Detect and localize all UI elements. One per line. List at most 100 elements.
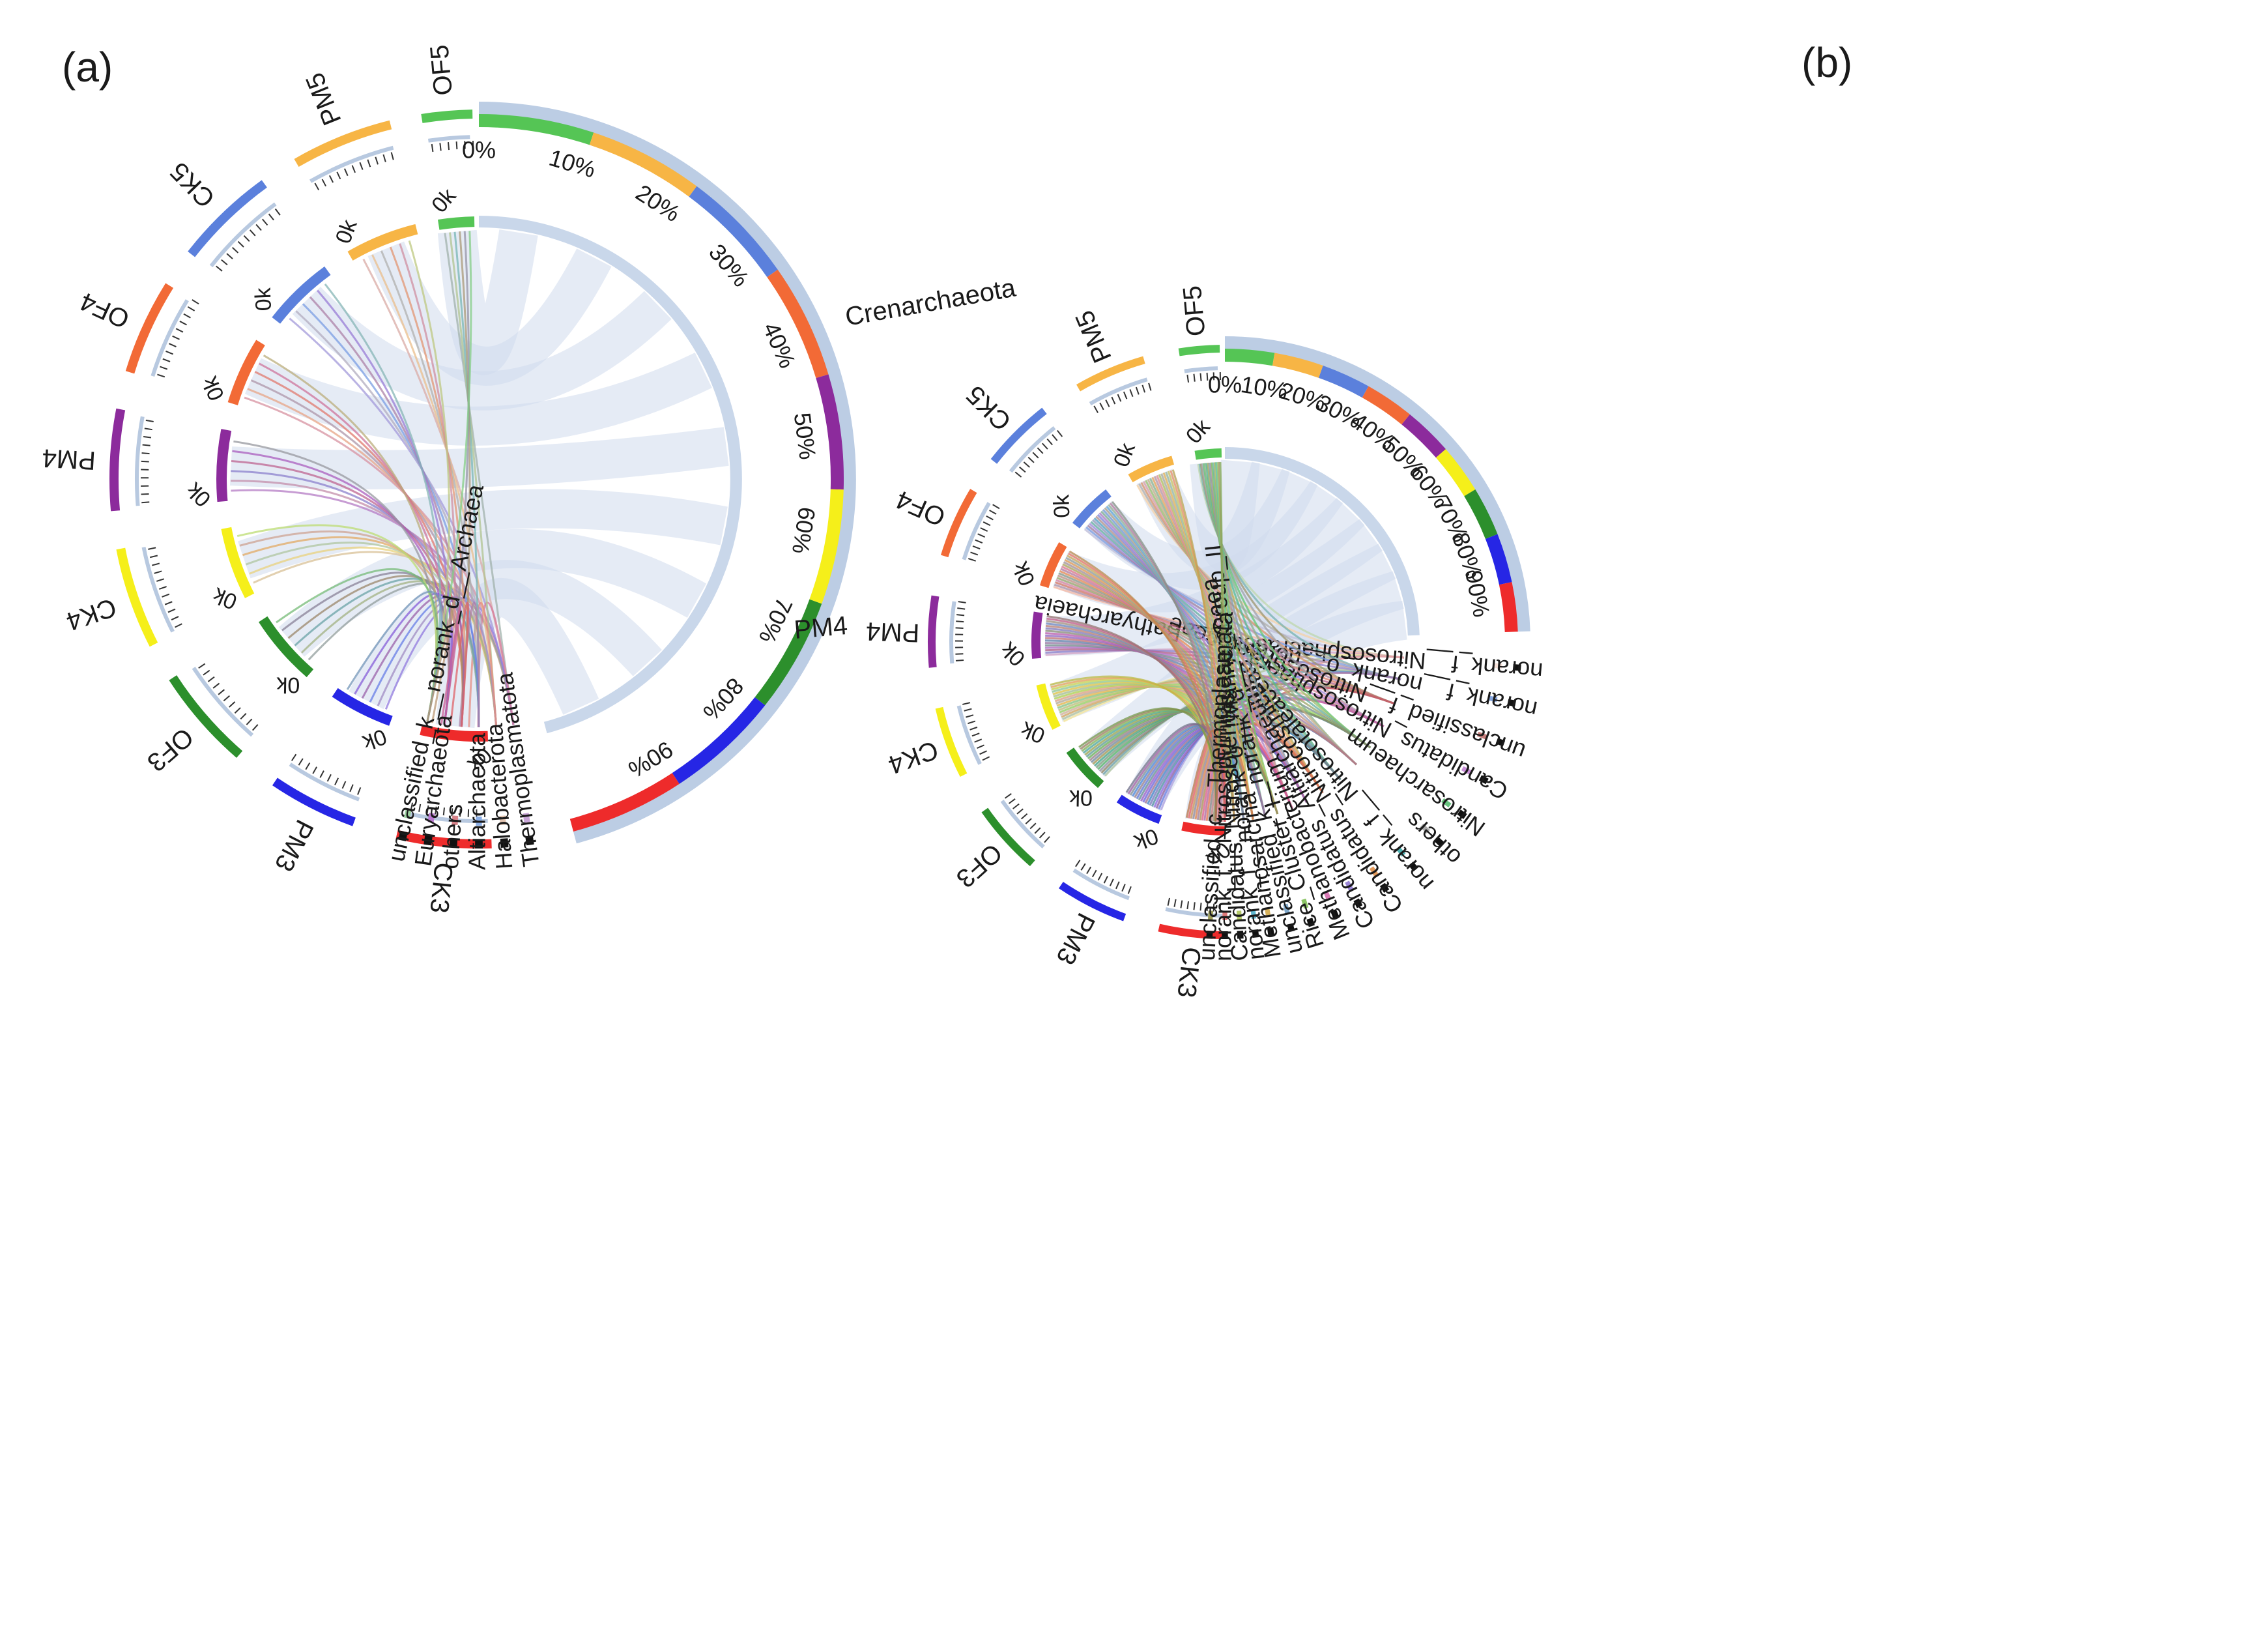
scale-tick bbox=[169, 343, 177, 347]
sample-label-pm3: PM3 bbox=[269, 815, 319, 876]
percent-stack-segment bbox=[478, 114, 594, 145]
sample-outer-arc bbox=[1178, 345, 1220, 356]
scale-tick bbox=[154, 570, 162, 574]
taxon-marker bbox=[1345, 880, 1354, 892]
phylum-label: Crenarchaeota bbox=[843, 273, 1018, 331]
scale-tick bbox=[203, 669, 210, 676]
scale-tick bbox=[1042, 442, 1048, 450]
taxon-marker bbox=[1283, 903, 1290, 914]
percent-stack-segment bbox=[1435, 449, 1476, 497]
taxon-outer-marker bbox=[1306, 918, 1315, 927]
sample-inner-arc bbox=[1066, 747, 1104, 789]
taxon-outer-marker bbox=[1478, 775, 1489, 785]
scale-tick bbox=[359, 162, 364, 170]
scale-tick bbox=[1173, 899, 1177, 907]
zero-tick-label: 0k bbox=[1181, 414, 1216, 448]
scale-tick bbox=[989, 510, 997, 515]
scale-tick bbox=[1023, 461, 1030, 468]
scale-tick bbox=[221, 259, 228, 266]
scale-tick bbox=[447, 142, 450, 151]
sample-inner-arc bbox=[272, 266, 331, 324]
taxon-ribbon bbox=[346, 590, 443, 723]
scale-tick bbox=[207, 676, 215, 682]
scale-tick bbox=[992, 504, 1000, 510]
scale-tick bbox=[164, 601, 173, 605]
sample-scale-arc bbox=[209, 202, 277, 268]
sample-inner-arc bbox=[258, 616, 314, 678]
taxon-ribbon bbox=[1138, 483, 1401, 680]
scale-tick bbox=[970, 551, 979, 556]
percent-stack-segment bbox=[569, 773, 680, 832]
scale-tick bbox=[157, 373, 165, 378]
taxon-ribbon bbox=[440, 601, 462, 725]
sample-inner-arc bbox=[420, 725, 489, 742]
taxon-marker bbox=[1420, 823, 1430, 834]
scale-tick bbox=[1123, 391, 1128, 399]
percent-stack-segment bbox=[1362, 386, 1410, 425]
sample-outer-arc bbox=[109, 408, 126, 512]
sample-scale-arc bbox=[1184, 366, 1218, 373]
scale-tick bbox=[314, 182, 320, 191]
scale-tick bbox=[390, 152, 394, 160]
scale-tick bbox=[291, 753, 297, 761]
scale-tick bbox=[312, 766, 317, 774]
zero-tick-label: 0k bbox=[1109, 439, 1140, 471]
scale-tick bbox=[268, 213, 274, 221]
sample-scale-arc bbox=[427, 135, 470, 143]
scale-tick bbox=[262, 218, 268, 226]
sample-label-ck3: CK3 bbox=[424, 861, 457, 914]
scale-tick bbox=[141, 452, 150, 455]
sample-label-of3: OF3 bbox=[951, 838, 1007, 893]
taxon-outer-marker bbox=[1252, 929, 1259, 938]
scale-tick bbox=[382, 154, 386, 162]
taxon-marker bbox=[403, 808, 412, 819]
sample-label-pm5: PM5 bbox=[1070, 306, 1117, 367]
taxon-marker bbox=[1493, 663, 1502, 669]
taxon-ribbon bbox=[1145, 480, 1371, 749]
scale-tick bbox=[1037, 447, 1044, 454]
percent-stack-segment bbox=[1485, 534, 1512, 585]
scale-tick bbox=[162, 593, 170, 598]
scale-tick bbox=[1075, 860, 1081, 867]
scale-tick bbox=[162, 358, 171, 362]
sample-outer-arc bbox=[169, 675, 243, 758]
scale-tick bbox=[249, 229, 256, 237]
scale-tick bbox=[165, 350, 173, 355]
scale-tick bbox=[1148, 383, 1152, 391]
taxon-outer-marker bbox=[1287, 923, 1295, 933]
zero-tick-label: 0k bbox=[197, 372, 229, 404]
percent-stack-segment bbox=[1318, 365, 1369, 398]
taxon-label: others bbox=[437, 803, 468, 870]
scale-tick bbox=[1027, 456, 1035, 463]
scale-tick bbox=[1103, 876, 1108, 884]
scale-tick bbox=[974, 738, 983, 743]
sample-label-pm3: PM3 bbox=[1050, 908, 1100, 969]
scale-tick bbox=[305, 762, 311, 770]
scale-tick bbox=[426, 805, 429, 814]
zero-tick-label: 0k bbox=[1069, 785, 1093, 811]
target-inner-band bbox=[478, 216, 742, 734]
scale-tick bbox=[1199, 373, 1202, 381]
sample-scale-arc bbox=[192, 667, 254, 737]
sample-inner-arc bbox=[1116, 794, 1162, 824]
sample-label-pm4: PM4 bbox=[42, 443, 96, 474]
taxon-label: Altiarchaeota bbox=[464, 732, 491, 870]
scale-tick bbox=[1080, 863, 1086, 871]
scale-tick bbox=[343, 168, 349, 177]
scale-tick bbox=[1057, 429, 1063, 437]
scale-tick bbox=[246, 718, 253, 725]
sample-scale-arc bbox=[309, 145, 394, 183]
zero-tick-label: 0k bbox=[1049, 493, 1074, 518]
scale-tick bbox=[1025, 818, 1032, 824]
taxon-ribbon bbox=[1136, 484, 1405, 659]
scale-tick bbox=[977, 744, 984, 749]
scale-tick bbox=[172, 335, 180, 340]
sample-outer-arc bbox=[1158, 923, 1226, 940]
taxon-marker bbox=[1461, 766, 1472, 775]
chord-ribbon bbox=[244, 353, 712, 446]
taxon-ribbon bbox=[1185, 729, 1218, 822]
percent-stack-segment bbox=[1272, 353, 1323, 378]
scale-tick bbox=[274, 208, 281, 216]
sample-label-ck3: CK3 bbox=[1171, 946, 1206, 999]
scale-tick bbox=[229, 701, 236, 708]
